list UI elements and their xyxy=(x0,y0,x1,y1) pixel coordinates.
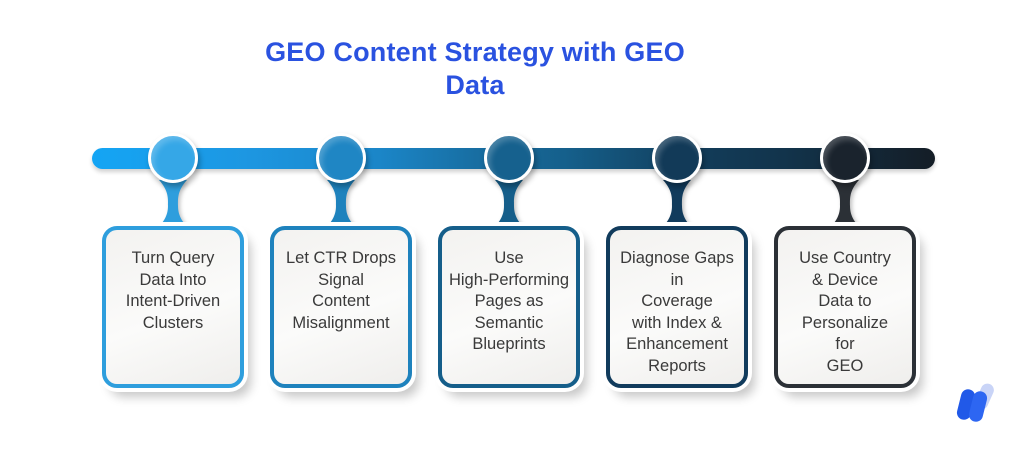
step-card: Diagnose Gaps in Coverage with Index & E… xyxy=(606,226,748,388)
step-card: Use High-Performing Pages as Semantic Bl… xyxy=(438,226,580,388)
timeline-item: Let CTR Drops Signal Content Misalignmen… xyxy=(270,0,412,451)
timeline-node-circle xyxy=(148,133,198,183)
brand-logo xyxy=(956,383,994,422)
page-title: GEO Content Strategy with GEO Data xyxy=(265,37,685,101)
connector-stem-icon xyxy=(325,180,357,228)
step-label: Turn Query Data Into Intent-Driven Clust… xyxy=(125,249,221,332)
timeline-item: Use High-Performing Pages as Semantic Bl… xyxy=(438,0,580,451)
timeline-item: Use Country & Device Data to Personalize… xyxy=(774,0,916,451)
timeline-node-circle xyxy=(820,133,870,183)
connector-stem-icon xyxy=(829,180,861,228)
logo-secondary-stroke xyxy=(968,391,988,422)
step-card: Turn Query Data Into Intent-Driven Clust… xyxy=(102,226,244,388)
connector-stem-icon xyxy=(493,180,525,228)
timeline-node-circle xyxy=(316,133,366,183)
step-label: Use High-Performing Pages as Semantic Bl… xyxy=(448,249,570,353)
timeline-item: Turn Query Data Into Intent-Driven Clust… xyxy=(102,0,244,451)
step-card: Use Country & Device Data to Personalize… xyxy=(774,226,916,388)
step-label: Diagnose Gaps in Coverage with Index & E… xyxy=(620,249,734,375)
timeline-item: Diagnose Gaps in Coverage with Index & E… xyxy=(606,0,748,451)
step-label: Use Country & Device Data to Personalize… xyxy=(799,249,891,375)
step-card: Let CTR Drops Signal Content Misalignmen… xyxy=(270,226,412,388)
step-label: Let CTR Drops Signal Content Misalignmen… xyxy=(285,249,397,332)
connector-stem-icon xyxy=(157,180,189,228)
connector-stem-icon xyxy=(661,180,693,228)
timeline-node-circle xyxy=(484,133,534,183)
timeline-node-circle xyxy=(652,133,702,183)
